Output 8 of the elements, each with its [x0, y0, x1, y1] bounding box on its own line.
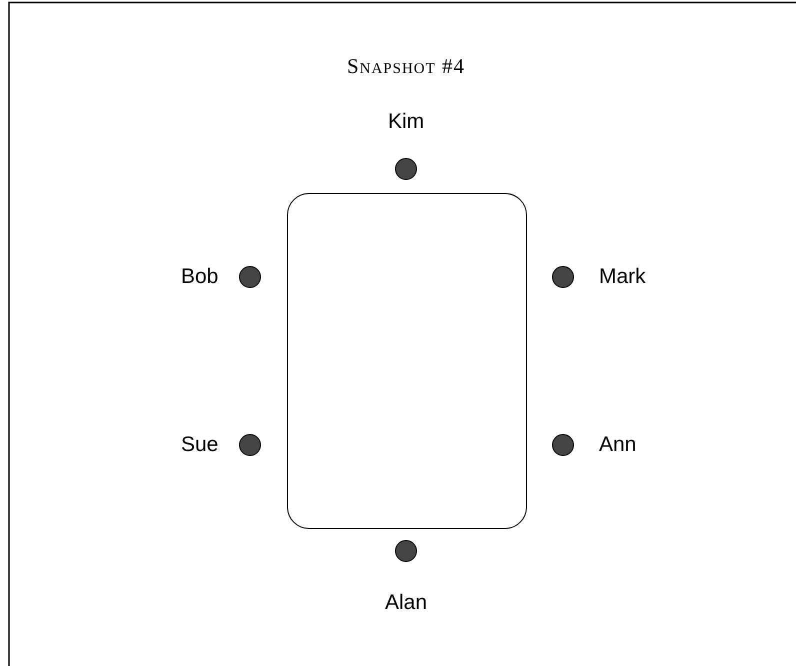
table-shape: [287, 193, 527, 529]
diagram-title: Snapshot #4: [346, 54, 466, 79]
person-name: Ann: [599, 433, 636, 457]
person-name: Bob: [181, 265, 218, 289]
person-name: Mark: [599, 265, 646, 289]
person-name: Alan: [385, 591, 428, 615]
person-name: Sue: [181, 433, 218, 457]
person-name: Kim: [388, 110, 424, 134]
